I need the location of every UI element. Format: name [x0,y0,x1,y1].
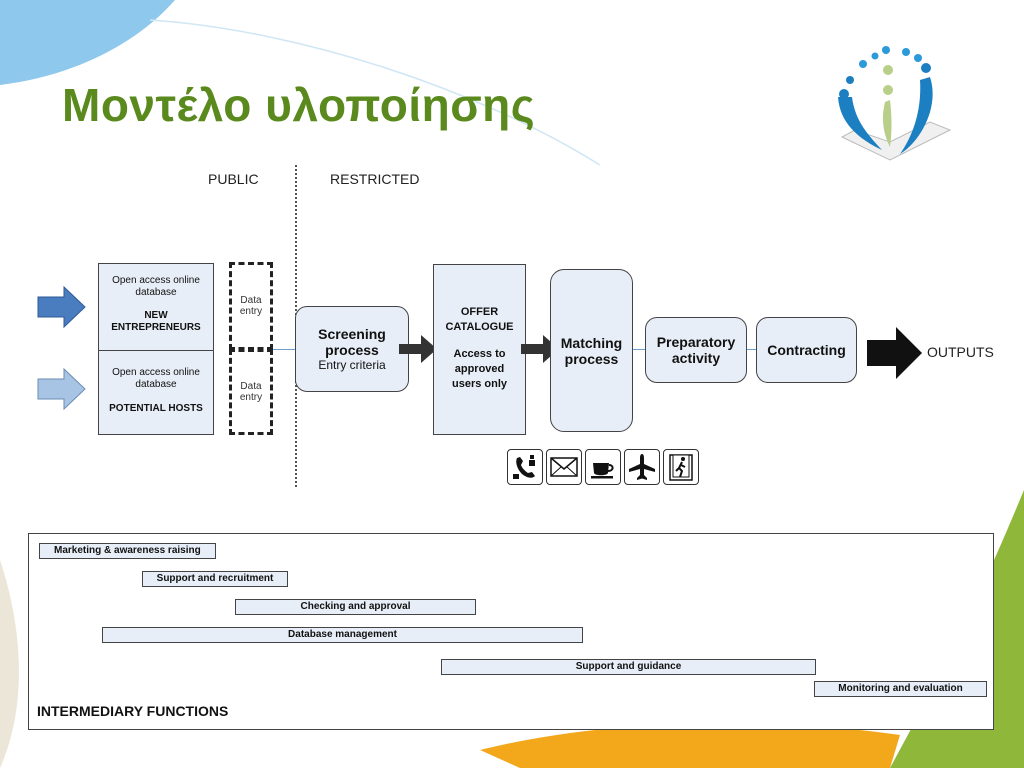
bottom-orange-swoosh [480,723,900,768]
data-entry-hosts-line2: entry [239,392,263,403]
gantt-bar-monitoring: Monitoring and evaluation [814,681,987,697]
db-new-line2: database [135,287,177,298]
gantt-bar-recruitment: Support and recruitment [142,571,288,587]
restricted-zone-label: RESTRICTED [330,171,420,187]
gantt-bar-guidance: Support and guidance [441,659,816,675]
db-new-line1: Open access online [112,275,200,286]
screening-to-offer-arrow [399,335,437,363]
organization-logo [838,46,952,161]
screening-line2: process [325,342,379,358]
exit-door-icon [663,449,699,485]
offer-line2: CATALOGUE [445,321,514,333]
matching-line1: Matching [560,334,623,351]
top-left-blue-swoosh [0,0,175,85]
db-hosts-line1: Open access online [112,367,200,378]
outputs-arrow [867,327,922,379]
new-entrepreneurs-database: Open access online database NEW ENTREPRE… [98,263,214,351]
screening-line1: Screening [318,326,386,342]
phone-icon [507,449,543,485]
airplane-icon [624,449,660,485]
db-hosts-line3: POTENTIAL HOSTS [109,403,203,414]
db-new-line4: ENTREPRENEURS [111,322,201,333]
offer-to-matching-arrow [521,335,559,363]
envelope-icon [546,449,582,485]
intermediary-functions-title: INTERMEDIARY FUNCTIONS [37,703,229,719]
coffee-cup-icon [585,449,621,485]
matching-process-box: Matching process [550,269,633,432]
potential-hosts-input-arrow [37,368,86,410]
preparatory-line2: activity [671,350,721,366]
new-entrepreneurs-input-arrow [37,286,86,328]
data-entry-connector [273,349,295,350]
public-zone-label: PUBLIC [208,171,259,187]
offer-line1: OFFER [460,306,499,318]
db-new-line3: NEW [144,310,168,321]
screening-process-box: Screening process Entry criteria [295,306,409,392]
outputs-label: OUTPUTS [927,344,994,360]
preparatory-activity-box: Preparatory activity [645,317,747,383]
contracting-label: Contracting [767,342,846,358]
preparatory-to-contracting-connector [747,349,757,350]
data-entry-new-line2: entry [239,306,263,317]
gantt-bar-checking: Checking and approval [235,599,476,615]
intermediary-functions-panel: Marketing & awareness raising Support an… [28,533,994,730]
data-entry-hosts-line1: Data [240,381,262,392]
matching-line2: process [564,350,619,367]
offer-catalogue-box: OFFER CATALOGUE Access to approved users… [433,264,526,435]
offer-line5: users only [451,378,508,390]
contracting-box: Contracting [756,317,857,383]
preparatory-line1: Preparatory [656,334,736,350]
matching-to-preparatory-connector [633,349,646,350]
gantt-bar-marketing: Marketing & awareness raising [39,543,216,559]
left-beige-shape [0,560,19,768]
offer-line4: approved [454,363,505,375]
gantt-bar-database: Database management [102,627,583,643]
page-title: Μοντέλο υλοποίησης [62,79,536,131]
offer-line3: Access to [453,348,506,360]
data-entry-new-line1: Data [240,295,262,306]
top-swoosh-line [149,19,601,166]
potential-hosts-database: Open access online database POTENTIAL HO… [98,350,214,435]
db-hosts-line2: database [135,379,177,390]
screening-line3: Entry criteria [318,358,386,372]
